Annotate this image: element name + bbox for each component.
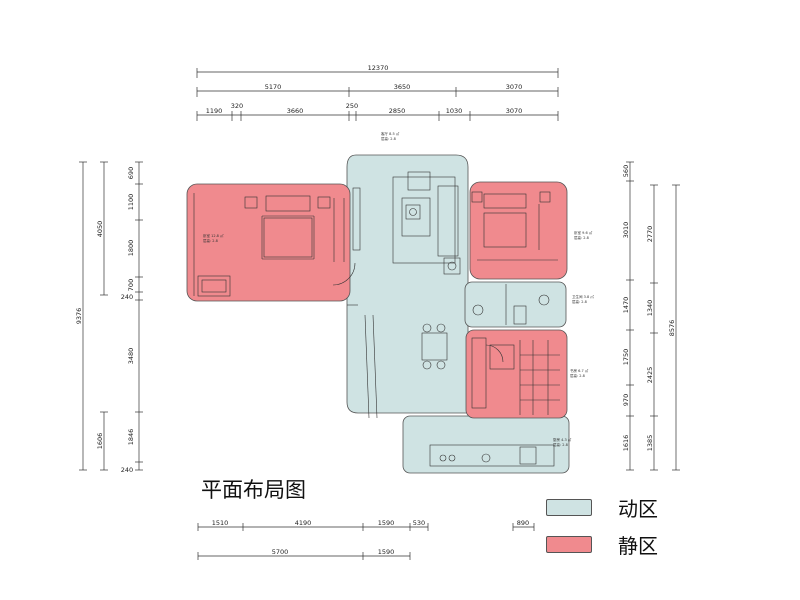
dim-top-row2-5: 1030 — [446, 107, 463, 115]
dim-right-row1-3: 1385 — [646, 435, 654, 452]
dim-right-row1-2: 2425 — [646, 367, 654, 384]
living-cabinet — [352, 187, 361, 251]
dining-table — [421, 332, 448, 361]
bedroom-right-label: 卧室 9.6 ㎡ — [574, 230, 593, 235]
dim-right-row2-5: 1616 — [622, 435, 630, 452]
dim-left-row1-1: 1606 — [96, 433, 104, 450]
living-room-zone — [346, 154, 469, 414]
study-desk — [471, 337, 487, 409]
dim-left-total: 9376 — [75, 308, 83, 325]
dim-left-row2-0: 690 — [127, 167, 135, 179]
dim-top-row1-2: 3070 — [506, 83, 523, 91]
dim-top-row1-0: 5170 — [265, 83, 282, 91]
legend-swatch-quiet — [546, 535, 592, 553]
dim-bottom-row1-3: 530 — [413, 519, 425, 527]
tv-wall — [392, 176, 456, 264]
kitchen-zone — [402, 415, 570, 474]
dim-top-row1-1: 3650 — [394, 83, 411, 91]
dim-right-total: 8576 — [668, 320, 676, 337]
dim-left-row2-4: 240 — [121, 293, 133, 301]
bedroom-left-label: 卧室 12.8 ㎡ — [203, 233, 224, 238]
dimension-labels: 12370 5170 3650 3070 1190 320 3660 250 2… — [75, 64, 676, 556]
coffee-table — [401, 197, 431, 237]
kitchen-height: 层高: 2.8 — [553, 442, 568, 447]
dim-top-total: 12370 — [368, 64, 389, 72]
bathroom-label: 卫生间 3.8 ㎡ — [572, 294, 594, 299]
dim-bottom-row2-1: 1590 — [378, 548, 395, 556]
side-table — [443, 257, 461, 275]
dim-top-row2-1: 320 — [231, 102, 243, 110]
bedroom-right-zone — [469, 181, 568, 280]
room-labels: 客厅 8.5 ㎡ 层高: 2.8 卧室 12.8 ㎡ 层高: 2.8 卧室 9.… — [203, 131, 594, 447]
study-height: 层高: 2.8 — [570, 373, 585, 378]
dim-left-row2-3: 700 — [127, 279, 135, 291]
bedside-table-icon — [244, 196, 258, 209]
bathroom-height: 层高: 2.8 — [572, 299, 587, 304]
legend-item-quiet: 静区 — [546, 531, 658, 558]
dim-right-row2-2: 1470 — [622, 297, 630, 314]
study-zone — [465, 329, 568, 419]
legend-swatch-active — [546, 498, 592, 516]
dim-bottom-row1-1: 4190 — [295, 519, 312, 527]
bed-right — [483, 212, 527, 248]
dim-left-row1-0: 4050 — [96, 221, 104, 238]
sofa — [437, 185, 459, 257]
bedroom-right-height: 层高: 2.8 — [574, 235, 589, 240]
ornament-icon — [409, 208, 417, 216]
study-label: 书房 6.7 ㎡ — [570, 368, 589, 373]
bedside-table-right-icon — [471, 191, 483, 203]
dim-top-row2-6: 3070 — [506, 107, 523, 115]
armchair — [407, 171, 431, 191]
dim-right-row2-3: 1750 — [622, 349, 630, 366]
wardrobe-left — [197, 275, 231, 297]
dim-left-row2-2: 1800 — [127, 240, 135, 257]
dim-left-row2-7: 240 — [121, 466, 133, 474]
dim-bottom-row1-0: 1510 — [212, 519, 229, 527]
bedroom-left-zone — [186, 183, 351, 302]
dim-right-row2-4: 970 — [622, 394, 630, 406]
dim-right-row1-0: 2770 — [646, 226, 654, 243]
dim-top-row2-0: 1190 — [206, 107, 223, 115]
dim-right-row1-1: 1340 — [646, 300, 654, 317]
dim-bottom-row2-0: 5700 — [272, 548, 289, 556]
dim-bottom-row1-4: 890 — [517, 519, 529, 527]
living-room-label: 客厅 8.5 ㎡ — [381, 131, 400, 136]
plan-title: 平面布局图 — [201, 478, 306, 502]
dim-top-row2-3: 250 — [346, 102, 358, 110]
washbasin-icon — [538, 294, 550, 306]
dining-chair-icon — [422, 323, 432, 333]
bed-left — [263, 217, 313, 258]
dim-top-row2-2: 3660 — [287, 107, 304, 115]
dim-right-row2-1: 3010 — [622, 222, 630, 239]
dim-top-row2-4: 2850 — [389, 107, 406, 115]
toilet-icon — [472, 304, 484, 316]
bathroom-zone — [464, 281, 567, 328]
legend-label-quiet: 静区 — [618, 533, 658, 558]
dim-right-row2-0: 560 — [622, 165, 630, 177]
dim-left-row2-6: 1846 — [127, 429, 135, 446]
sink-icon — [481, 453, 491, 463]
legend-label-active: 动区 — [618, 496, 658, 521]
kitchen-label: 厨房 4.3 ㎡ — [553, 437, 572, 442]
dim-left-row2-1: 1100 — [127, 194, 135, 211]
rug-icon — [405, 204, 421, 220]
living-room-height: 层高: 2.8 — [381, 136, 396, 141]
dim-left-row2-5: 3480 — [127, 348, 135, 365]
bedroom-left-height: 层高: 2.8 — [203, 238, 218, 243]
dim-bottom-row1-2: 1590 — [378, 519, 395, 527]
kitchen-counter — [429, 444, 555, 467]
stove-icon — [439, 454, 447, 462]
legend-item-active: 动区 — [546, 494, 658, 521]
